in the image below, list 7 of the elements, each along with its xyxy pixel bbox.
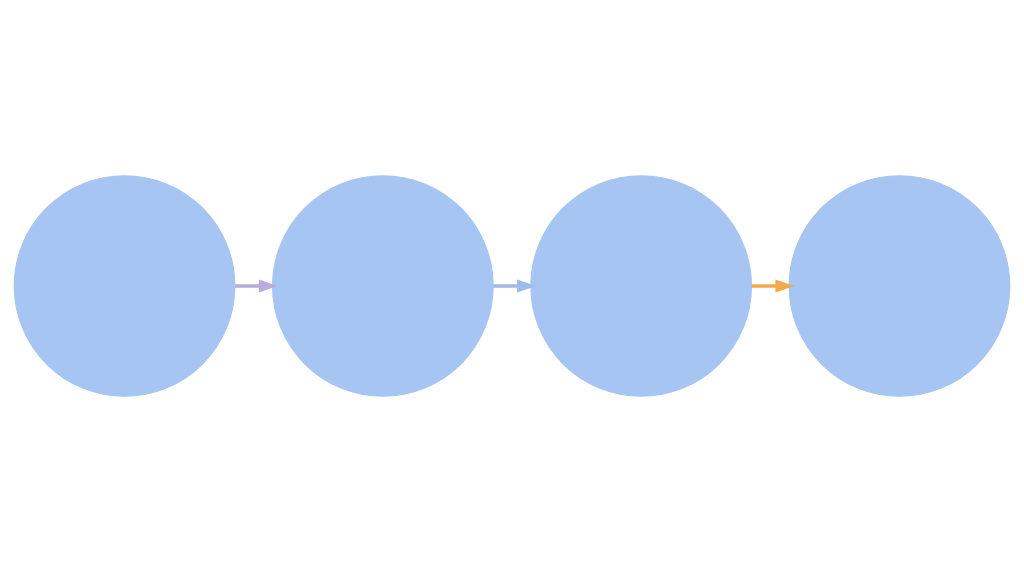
node-circle (788, 175, 1011, 397)
node-circle (530, 175, 753, 397)
arrow (751, 279, 795, 293)
arrow (235, 279, 278, 293)
node-circle (271, 175, 494, 397)
arrow (493, 279, 536, 293)
node-circle (13, 175, 236, 397)
